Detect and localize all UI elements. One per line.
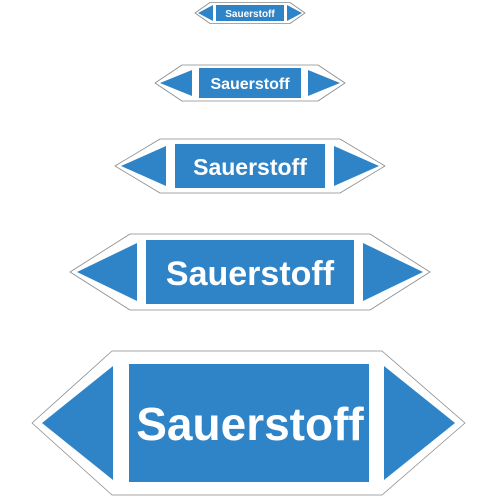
pipe-label-l-graphic: Sauerstoff [69,233,431,311]
label-text: Sauerstoff [210,76,290,93]
text-panel [146,240,354,304]
pipe-label-xs: Sauerstoff [0,0,500,30]
arrow-left-shape [160,70,192,96]
text-panel [216,5,284,21]
pipe-label-xl-graphic: Sauerstoff [31,350,466,496]
arrow-right-shape [384,366,455,480]
arrow-left-shape [121,146,166,186]
arrow-right-shape [363,243,423,301]
pipe-label-s: Sauerstoff [0,60,500,110]
arrow-right-shape [334,146,379,186]
arrow-right-shape [287,5,302,21]
pipe-label-m-graphic: Sauerstoff [114,138,386,194]
arrow-left-shape [198,5,213,21]
label-text: Sauerstoff [136,398,364,450]
label-text: Sauerstoff [225,9,275,20]
label-text: Sauerstoff [193,154,307,180]
label-text: Sauerstoff [166,255,335,293]
pipe-label-xs-graphic: Sauerstoff [194,2,306,24]
pipe-label-m: Sauerstoff [0,135,500,200]
text-panel [199,68,301,98]
text-panel [129,364,369,482]
arrow-right-shape [308,70,340,96]
pipe-label-xl: Sauerstoff [0,345,500,500]
pipe-label-s-graphic: Sauerstoff [154,64,346,102]
arrow-left-shape [77,243,137,301]
arrow-left-shape [42,366,113,480]
pipe-label-l: Sauerstoff [0,230,500,315]
text-panel [175,144,325,188]
